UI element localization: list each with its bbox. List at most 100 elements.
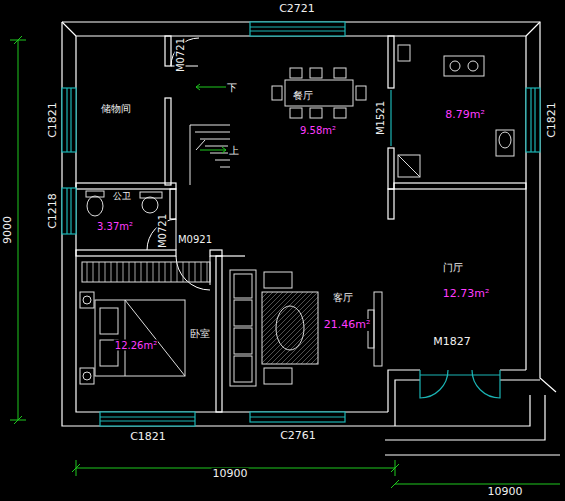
plan-path (531, 88, 535, 152)
room-name: 公卫 (112, 192, 132, 202)
plan-rect (80, 368, 94, 384)
plan-g (272, 68, 366, 118)
plan-rect (62, 188, 76, 234)
plan-path (398, 155, 420, 177)
plan-rect (310, 108, 322, 118)
plan-label: M0721 (175, 37, 186, 73)
plan-label: C2761 (279, 430, 317, 442)
plan-rect (398, 45, 410, 61)
plan-rect (82, 262, 210, 282)
plan-path (222, 255, 245, 256)
plan-rect (388, 148, 394, 189)
room-area-value: 21.46m² (323, 319, 372, 331)
plan-g (398, 45, 514, 177)
room-area: 储物间 (78, 38, 165, 183)
plan-label: M0721 (157, 213, 168, 249)
plan-rect (310, 68, 322, 78)
plan-path (76, 36, 388, 412)
plan-rect (272, 86, 282, 100)
plan-rect (394, 183, 526, 189)
plan-rect (262, 292, 318, 364)
plan-circle (142, 197, 158, 213)
plan-label: C1821 (546, 101, 558, 139)
plan-g (190, 125, 230, 185)
plan-path (200, 147, 226, 153)
room-area-value: 9.58m² (299, 125, 337, 136)
plan-circle (468, 61, 478, 71)
plan-label: C1218 (47, 192, 59, 230)
plan-rect (264, 368, 292, 384)
plan-rect (80, 292, 94, 308)
plan-ellipse (276, 306, 304, 350)
room-area: 卧室12.26m² (78, 256, 216, 412)
plan-g (62, 22, 560, 455)
plan-label: C1821 (47, 101, 59, 139)
plan-ellipse (87, 196, 103, 216)
plan-rect (170, 189, 176, 219)
plan-g (230, 270, 382, 386)
plan-rect (100, 412, 195, 426)
plan-rect (388, 36, 394, 88)
plan-rect (234, 300, 252, 326)
plan-g (196, 84, 226, 153)
plan-rect (100, 308, 118, 334)
plan-label: M0921 (177, 234, 213, 245)
plan-g (10, 36, 560, 488)
plan-g (80, 262, 210, 384)
room-area: 8.79m² (394, 38, 526, 183)
plan-rect (95, 300, 185, 376)
plan-path (67, 188, 71, 234)
room-name: 储物间 (100, 103, 132, 114)
plan-rect (165, 36, 171, 66)
plan-path (190, 125, 230, 185)
plan-rect (290, 108, 302, 118)
plan-path (196, 140, 205, 150)
plan-g (147, 38, 210, 290)
plan-rect (234, 328, 252, 354)
plan-rect (290, 68, 302, 78)
plan-g (62, 22, 540, 426)
plan-path (62, 22, 395, 426)
plan-path (100, 417, 195, 421)
plan-path (62, 22, 540, 36)
plan-path (250, 27, 345, 31)
room-area-value: 12.73m² (442, 288, 491, 300)
plan-path (420, 370, 500, 398)
plan-rect (86, 191, 104, 197)
plan-label: 10900 (487, 486, 524, 498)
plan-circle (83, 296, 91, 304)
plan-rect (356, 86, 366, 100)
plan-path (76, 36, 526, 370)
plan-rect (388, 189, 394, 219)
plan-path (125, 300, 185, 376)
plan-path (250, 416, 345, 417)
plan-rect (444, 56, 484, 76)
plan-label: M1521 (375, 100, 386, 136)
plan-rect (264, 272, 292, 288)
plan-rect (234, 274, 252, 298)
plan-circle (450, 61, 460, 71)
room-area-value: 3.37m² (96, 221, 134, 232)
plan-path (391, 480, 560, 488)
plan-rect (250, 22, 345, 36)
plan-circle (83, 372, 91, 380)
plan-rect (374, 292, 382, 366)
plan-path (62, 22, 556, 392)
room-area: 餐厅9.58m² (230, 38, 388, 183)
plan-rect (165, 98, 171, 185)
plan-label: C1821 (129, 431, 167, 443)
room-name: 卧室 (189, 328, 211, 339)
plan-label: 上 (228, 145, 240, 156)
plan-rect (62, 88, 76, 152)
plan-label: 下 (226, 82, 238, 93)
plan-rect (526, 88, 540, 152)
room-name: 客厅 (332, 292, 354, 303)
room-area: 客厅 21.46m² (222, 256, 388, 412)
plan-rect (334, 108, 346, 118)
plan-label: 10900 (212, 468, 249, 480)
plan-rect (496, 130, 514, 156)
plan-rect (398, 155, 420, 177)
room-area-value: 8.79m² (444, 109, 486, 121)
